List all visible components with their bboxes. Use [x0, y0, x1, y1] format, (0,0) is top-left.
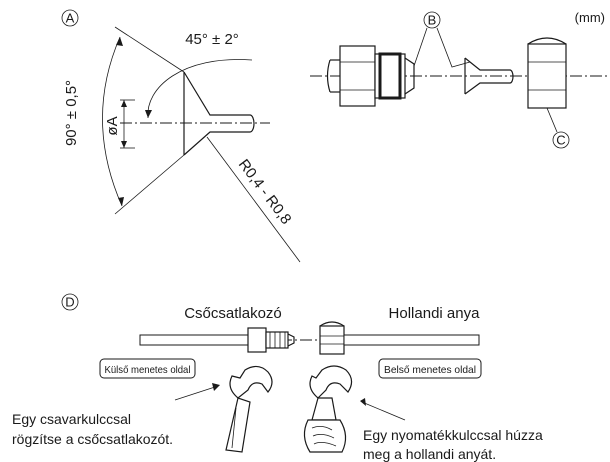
right-side-tag-box	[378, 358, 482, 379]
marker-b-label: B	[428, 13, 437, 28]
angle-outer-label: 45° ± 2°	[185, 31, 239, 48]
unit-label: (mm)	[575, 10, 605, 25]
marker-b-leader-1	[413, 27, 428, 67]
flare-cone-outline	[183, 71, 250, 156]
marker-c-leader	[546, 107, 558, 133]
union-tip	[404, 57, 415, 95]
angle-90-arc	[102, 36, 123, 207]
marker-a-circle	[61, 9, 79, 27]
panel-a-flare-detail: A øA 90° ± 0,5° 45° ± 2° R0,4 - R0,8	[61, 9, 301, 263]
assembly-union-hex	[247, 327, 267, 353]
left-instruction-line-2: rögzítse a csőcsatlakozót.	[12, 431, 173, 447]
left-side-tag-box	[99, 358, 196, 379]
angle-side-label: 90° ± 0,5°	[63, 80, 80, 146]
right-instruction-line-1: Egy nyomatékkulccsal húzza	[363, 427, 543, 443]
union-thread-band	[378, 52, 402, 100]
assembly-union-tip	[287, 333, 295, 347]
assembly-flare-nut	[319, 325, 345, 355]
left-instruction-line-1: Egy csavarkulccsal	[12, 411, 131, 427]
marker-b-leader-2	[436, 27, 471, 68]
angle-45-arrow	[145, 110, 152, 118]
right-side-tag: Belső menetes oldal	[384, 364, 476, 376]
open-end-wrench-icon	[225, 365, 273, 453]
diameter-label: øA	[104, 116, 121, 135]
marker-d-label: D	[65, 295, 74, 310]
flare-nut-top-curve	[527, 37, 567, 45]
left-instruction-arrow	[174, 385, 219, 401]
left-side-tag: Külső menetes oldal	[105, 364, 191, 376]
marker-c-label: C	[556, 133, 565, 148]
right-instruction-arrow	[361, 401, 406, 421]
right-part-label: Hollandi anya	[389, 305, 481, 322]
right-arrow-head	[360, 398, 366, 406]
panel-bc-fitting-parts: (mm) B C	[310, 10, 610, 149]
angle-45-arc	[147, 59, 253, 119]
union-left-edge	[326, 59, 331, 93]
pipe-end-arc	[249, 114, 255, 133]
left-arrow-head	[212, 383, 220, 391]
flare-nut-hex	[527, 43, 567, 109]
flared-tube-end	[509, 69, 514, 84]
left-pipe	[139, 334, 249, 346]
angle-ext-upper	[114, 26, 185, 73]
radius-leader	[206, 136, 301, 263]
marker-b-circle	[423, 11, 441, 29]
marker-d-circle	[61, 293, 79, 311]
assembly-flare-nut-curve	[319, 321, 345, 327]
panel-d-tightening: D Csőcsatlakozó Hollandi anya Külső mene…	[12, 293, 543, 462]
radius-label: R0,4 - R0,8	[235, 156, 295, 227]
right-instruction-line-2: meg a hollandi anyát.	[363, 446, 496, 462]
right-pipe	[343, 334, 480, 346]
torque-wrench-icon	[303, 365, 353, 453]
union-hex	[339, 45, 376, 107]
marker-c-circle	[552, 131, 570, 149]
angle-ext-lower	[114, 154, 185, 215]
assembly-union-thread	[265, 331, 289, 349]
marker-a-label: A	[66, 11, 75, 26]
left-part-label: Csőcsatlakozó	[184, 305, 282, 322]
